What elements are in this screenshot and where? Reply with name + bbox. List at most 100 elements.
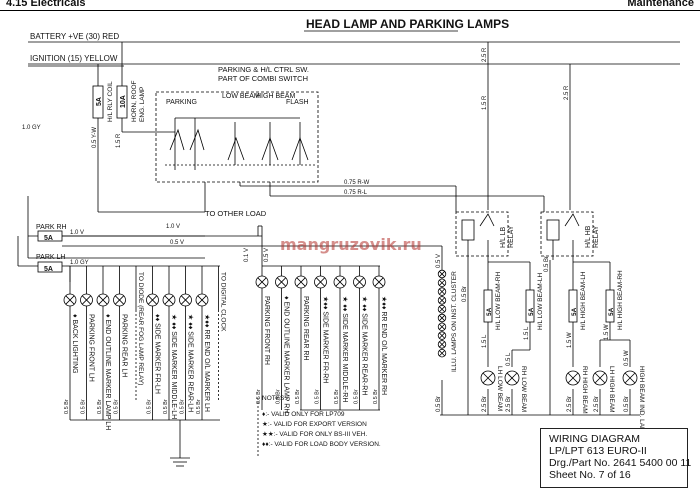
fuse-label: H/L HIGH BEAM-RH (617, 270, 624, 330)
ignition-rail-label: IGNITION (15) YELLOW (30, 54, 118, 63)
beam-lamp-label: RH LOW BEAM (520, 366, 527, 412)
illum-lamp-icon (437, 349, 447, 358)
lamp-label: PARKING REAR RH (302, 296, 309, 360)
illum-lamp-icon (437, 305, 447, 314)
lamp-icon (333, 275, 347, 289)
lamp-label: ★ ♦♦ SIDE MARKER MIDDLE-RH (341, 296, 349, 402)
beam-lamp-label: LH LOW BEAM (496, 366, 503, 411)
wire-label: 1.0 V (70, 230, 84, 236)
lamp-label: PARKING FRONT RH (263, 296, 270, 365)
wire-label: 0.5 Br (354, 389, 360, 404)
fuse-rating: 5A (608, 307, 615, 316)
wire-label: 2.5 R (564, 85, 570, 100)
wire-label: 2.5 R (482, 47, 488, 62)
illum-lamp-icon (437, 296, 447, 305)
fuse-label: H/L LOW BEAM-LH (537, 273, 544, 330)
wire-label: 0.5 Br (97, 399, 103, 414)
lamp-label: ★♦♦ SIDE MARKER FR-RH (322, 296, 330, 383)
fuse-rating: 5A (486, 307, 493, 316)
lamp-label: ★♦♦ RR END O/L MARKER RH (380, 296, 388, 395)
lamp-icon (80, 293, 93, 307)
lamp-label: ★♦♦ RR END O/L MARKER LH (203, 314, 211, 412)
wire-label: 1.5 R (482, 95, 488, 110)
wire-label: 0.75 R-W (344, 180, 370, 186)
lamp-icon (255, 275, 269, 289)
note-line: ♦:- VALID ONLY FOR LP709 (262, 411, 345, 418)
notes-title: NOTES:- (262, 395, 288, 402)
illum-lamp-icon (437, 322, 447, 331)
relay-lb-label-1: H/L LB (500, 227, 507, 248)
park-rh-rating: 5A (44, 235, 53, 242)
wire-label: 0.5 Br (462, 286, 468, 302)
wire-label: 0.5 Y-W (92, 127, 98, 148)
chapter-title: Maintenance (627, 0, 694, 9)
lamp-icon (113, 293, 126, 307)
lamp-icon (353, 275, 366, 289)
diagram-title: HEAD LAMP AND PARKING LAMPS (306, 17, 509, 31)
lamp-icon (314, 275, 327, 289)
beam-lamp-icon (592, 370, 608, 386)
wire-label: 0.5 Br (624, 396, 630, 412)
lamp-label: ★ ♦♦ SIDE MARKER MIDDLE-LH (170, 314, 178, 419)
beam-lamp-label: LH HIGH BEAM (608, 366, 615, 413)
lamp-icon (179, 293, 192, 307)
wire-label: 2.5 Br (506, 396, 512, 412)
fuse-horn-rating: 10A (120, 95, 127, 108)
wire-label: 0.5 Br (196, 399, 202, 414)
page-header: 4.15 Electricals Maintenance (0, 0, 700, 10)
illum-lamp-icon (437, 331, 447, 340)
beam-lamp-icon (480, 370, 496, 386)
lamp-label: ♦♦ SIDE MARKER FR-LH (154, 314, 161, 394)
fuse-rating: 5A (528, 307, 535, 316)
illum-label: ILLU. LAMPS ON INST. CLUSTER (451, 271, 458, 372)
title-block-line: WIRING DIAGRAM (549, 433, 640, 445)
lamp-icon (195, 293, 209, 307)
wire-label: 0.5 W (624, 350, 630, 366)
fuse-rating: 5A (571, 307, 578, 316)
lamp-label: ♦ END OUTLINE MARKER LAMP LH (104, 314, 111, 430)
fuse-rly-coil-rating: 5A (96, 97, 103, 106)
wire-label: 0.5 Br (334, 389, 340, 404)
wire-label: 0.5 V (170, 240, 184, 246)
wire-label: 1.5 W (604, 324, 610, 340)
fuse-horn-label-1: HORN, ROOF (131, 80, 138, 122)
fuse-label: H/L HIGH BEAM-LH (580, 271, 587, 330)
lamp-label: PARKING REAR LH (121, 314, 128, 377)
illum-lamp-icon (437, 313, 447, 323)
lamp-label: PARKING FRONT LH (88, 314, 95, 382)
wire-label: 0.5 Br (276, 389, 282, 404)
relay-hb-label-2: RELAY (593, 225, 600, 248)
lamp-label: ★ ♦♦ SIDE MARKER REAR-LH (187, 314, 195, 412)
wire-label: 0.1 V (244, 248, 250, 262)
wire-label: 0.5 Br (81, 399, 87, 414)
wire-label: 0.5 Br (315, 389, 321, 404)
fuse-rly-coil-label: H/L RLY COIL (107, 81, 114, 122)
switch-label-1: PARKING & H/L CTRL SW. (218, 65, 309, 74)
section-title: 4.15 Electricals (6, 0, 86, 9)
note-line: ♦♦:- VALID FOR LOAD BODY VERSION. (262, 441, 381, 448)
watermark: mangruzovik.ru (280, 235, 422, 254)
other-load-label: TO OTHER LOAD (205, 209, 267, 218)
wire-label: 0.5 Br (163, 399, 169, 414)
illum-lamp-icon (437, 287, 447, 296)
beam-lamp-icon (622, 370, 638, 386)
title-block-line: LP/LPT 613 EURO-II (549, 445, 647, 457)
wire-label: 0.5 Br (295, 389, 301, 404)
illum-lamp-icon (437, 278, 447, 287)
park-lh-label: PARK LH (36, 254, 65, 261)
wire-label: 2.5 Br (482, 396, 488, 412)
header-rule (0, 10, 700, 11)
lamp-label: ♦ END OUTLINE MARKER LAMP RH (283, 296, 290, 413)
battery-rail-label: BATTERY +VE (30) RED (30, 32, 119, 41)
fuse-horn-label-2: ENG. LAMP (139, 87, 146, 122)
wire-label: 0.5 L (506, 352, 512, 366)
wire-label: 2.5 Br (594, 396, 600, 412)
beam-lamp-label: RH HIGH BEAM (581, 366, 588, 414)
lamp-icon (96, 293, 110, 307)
beam-lamp-label: HIGH BEAM IND. LAMP (638, 366, 645, 437)
lamp-label: TO DIODE (REAR FOG LAMP RELAY) (137, 272, 144, 385)
lamp-label: ♦ BACK LIGHTING (71, 314, 78, 374)
illum-lamp-icon (437, 269, 447, 279)
park-lh-rating: 5A (44, 266, 53, 273)
